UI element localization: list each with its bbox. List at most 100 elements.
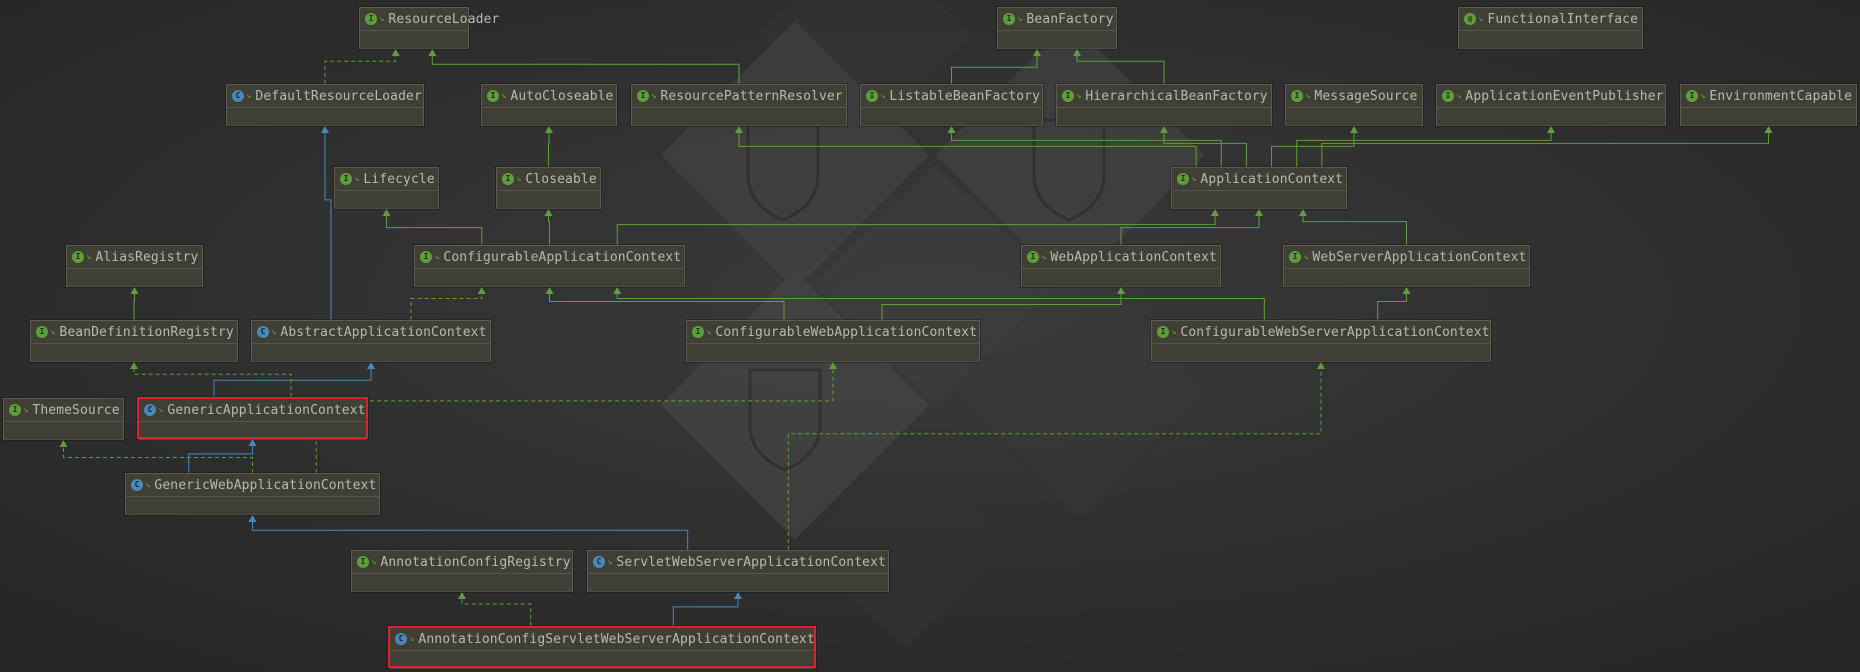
node-header: C↘DefaultResourceLoader [227, 85, 423, 108]
interface-badge-icon: I [1291, 90, 1303, 102]
interface-badge-icon: I [487, 90, 499, 102]
public-modifier-icon: ↘ [379, 14, 385, 24]
node-message-source[interactable]: I↘MessageSource [1285, 84, 1423, 126]
interface-badge-icon: I [692, 326, 704, 338]
interface-badge-icon: I [1157, 326, 1169, 338]
node-header: I↘BeanFactory [998, 8, 1116, 31]
node-members-section [360, 31, 468, 49]
interface-badge-icon: I [866, 90, 878, 102]
node-header: I↘AliasRegistry [67, 246, 202, 269]
node-bean-factory[interactable]: I↘BeanFactory [997, 7, 1117, 49]
public-modifier-icon: ↘ [1191, 174, 1197, 184]
public-modifier-icon: ↘ [880, 91, 886, 101]
interface-badge-icon: I [1003, 13, 1015, 25]
node-resource-pattern-resolver[interactable]: I↘ResourcePatternResolver [631, 84, 847, 126]
public-modifier-icon: ↘ [354, 174, 360, 184]
node-label: ResourceLoader [388, 11, 500, 27]
node-servlet-web-server-application-context[interactable]: C↘ServletWebServerApplicationContext [587, 550, 889, 592]
public-modifier-icon: ↘ [271, 327, 277, 337]
node-header: I↘ConfigurableWebServerApplicationContex… [1152, 321, 1490, 344]
public-modifier-icon: ↘ [86, 252, 92, 262]
node-application-context[interactable]: I↘ApplicationContext [1171, 167, 1347, 209]
node-web-application-context[interactable]: I↘WebApplicationContext [1021, 245, 1221, 287]
public-modifier-icon: ↘ [1076, 91, 1082, 101]
node-functional-interface[interactable]: @↘FunctionalInterface [1458, 7, 1643, 49]
node-label: Closeable [525, 171, 597, 187]
public-modifier-icon: ↘ [1017, 14, 1023, 24]
public-modifier-icon: ↘ [1478, 14, 1484, 24]
interface-badge-icon: I [1062, 90, 1074, 102]
node-members-section [390, 651, 814, 669]
node-environment-capable[interactable]: I↘EnvironmentCapable [1680, 84, 1857, 126]
public-modifier-icon: ↘ [145, 480, 151, 490]
node-closeable[interactable]: I↘Closeable [496, 167, 601, 209]
node-header: I↘HierarchicalBeanFactory [1057, 85, 1271, 108]
node-header: C↘AbstractApplicationContext [252, 321, 490, 344]
node-header: I↘ConfigurableWebApplicationContext [687, 321, 979, 344]
node-lifecycle[interactable]: I↘Lifecycle [334, 167, 439, 209]
node-members-section [632, 108, 846, 126]
interface-badge-icon: I [1289, 251, 1301, 263]
node-default-resource-loader[interactable]: C↘DefaultResourceLoader [226, 84, 424, 126]
node-generic-application-context[interactable]: C↘GenericApplicationContext [137, 397, 368, 440]
public-modifier-icon: ↘ [516, 174, 522, 184]
node-bean-definition-registry[interactable]: I↘BeanDefinitionRegistry [30, 320, 238, 362]
interface-badge-icon: I [420, 251, 432, 263]
node-configurable-application-context[interactable]: I↘ConfigurableApplicationContext [414, 245, 685, 287]
class-badge-icon: C [232, 90, 244, 102]
interface-badge-icon: I [357, 556, 369, 568]
public-modifier-icon: ↘ [23, 405, 29, 415]
public-modifier-icon: ↘ [1456, 91, 1462, 101]
node-header: I↘ThemeSource [4, 399, 123, 422]
node-label: GenericWebApplicationContext [154, 477, 377, 493]
node-label: ListableBeanFactory [889, 88, 1041, 104]
public-modifier-icon: ↘ [434, 252, 440, 262]
node-header: I↘AutoCloseable [482, 85, 616, 108]
public-modifier-icon: ↘ [1171, 327, 1177, 337]
node-generic-web-application-context[interactable]: C↘GenericWebApplicationContext [125, 473, 380, 515]
node-header: I↘ResourceLoader [360, 8, 499, 31]
node-configurable-web-server-application-context[interactable]: I↘ConfigurableWebServerApplicationContex… [1151, 320, 1491, 362]
node-hierarchical-bean-factory[interactable]: I↘HierarchicalBeanFactory [1056, 84, 1272, 126]
public-modifier-icon: ↘ [1303, 252, 1309, 262]
node-members-section [4, 422, 123, 440]
node-label: ThemeSource [32, 402, 120, 418]
node-members-section [1459, 31, 1642, 49]
node-members-section [1437, 108, 1665, 126]
node-members-section [1284, 269, 1529, 287]
class-badge-icon: C [131, 479, 143, 491]
node-members-section [139, 422, 366, 440]
node-listable-bean-factory[interactable]: I↘ListableBeanFactory [860, 84, 1043, 126]
interface-badge-icon: I [9, 404, 21, 416]
node-label: GenericApplicationContext [167, 402, 366, 418]
node-application-event-publisher[interactable]: I↘ApplicationEventPublisher [1436, 84, 1666, 126]
node-members-section [497, 191, 600, 209]
node-header: @↘FunctionalInterface [1459, 8, 1642, 31]
public-modifier-icon: ↘ [1700, 91, 1706, 101]
node-configurable-web-application-context[interactable]: I↘ConfigurableWebApplicationContext [686, 320, 980, 362]
node-auto-closeable[interactable]: I↘AutoCloseable [481, 84, 617, 126]
node-members-section [1022, 269, 1220, 287]
node-members-section [335, 191, 438, 209]
node-web-server-application-context[interactable]: I↘WebServerApplicationContext [1283, 245, 1530, 287]
class-badge-icon: C [257, 326, 269, 338]
node-label: HierarchicalBeanFactory [1085, 88, 1268, 104]
annotation-badge-icon: @ [1464, 13, 1476, 25]
node-alias-registry[interactable]: I↘AliasRegistry [66, 245, 203, 287]
public-modifier-icon: ↘ [1041, 252, 1047, 262]
class-badge-icon: C [593, 556, 605, 568]
node-label: MessageSource [1314, 88, 1418, 104]
node-resource-loader[interactable]: I↘ResourceLoader [359, 7, 499, 49]
node-header: I↘ApplicationEventPublisher [1437, 85, 1665, 108]
node-theme-source[interactable]: I↘ThemeSource [3, 398, 124, 440]
node-members-section [687, 344, 979, 362]
node-members-section [126, 497, 379, 515]
node-header: C↘GenericWebApplicationContext [126, 474, 379, 497]
node-annotation-config-servlet-web-server-application-context[interactable]: C↘AnnotationConfigServletWebServerApplic… [388, 626, 816, 669]
interface-badge-icon: I [637, 90, 649, 102]
node-abstract-application-context[interactable]: C↘AbstractApplicationContext [251, 320, 491, 362]
node-header: I↘ApplicationContext [1172, 168, 1346, 191]
public-modifier-icon: ↘ [409, 634, 415, 644]
node-members-section [31, 344, 237, 362]
node-annotation-config-registry[interactable]: I↘AnnotationConfigRegistry [351, 550, 573, 592]
